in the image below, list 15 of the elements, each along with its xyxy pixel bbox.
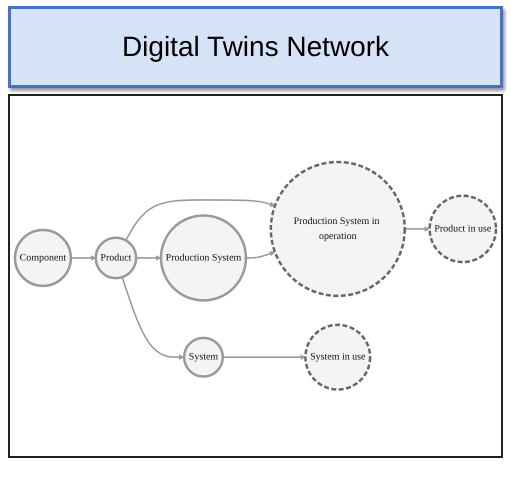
- node-circle: Production System in operation: [270, 160, 406, 298]
- title-banner: Digital Twins Network: [8, 6, 503, 88]
- node-circle: Production System: [160, 214, 248, 302]
- arrow: [121, 277, 184, 360]
- arrow: [70, 255, 96, 261]
- node-circle: Product in use: [428, 194, 498, 264]
- node-circle: System: [182, 336, 224, 378]
- arrow: [246, 251, 276, 259]
- node-circle: Component: [14, 229, 72, 288]
- node-circle: System in use: [304, 324, 372, 392]
- arrow: [136, 255, 162, 261]
- arrow: [125, 199, 276, 241]
- arrow: [222, 354, 306, 360]
- node-circle: Product: [94, 236, 138, 280]
- arrow: [404, 226, 430, 232]
